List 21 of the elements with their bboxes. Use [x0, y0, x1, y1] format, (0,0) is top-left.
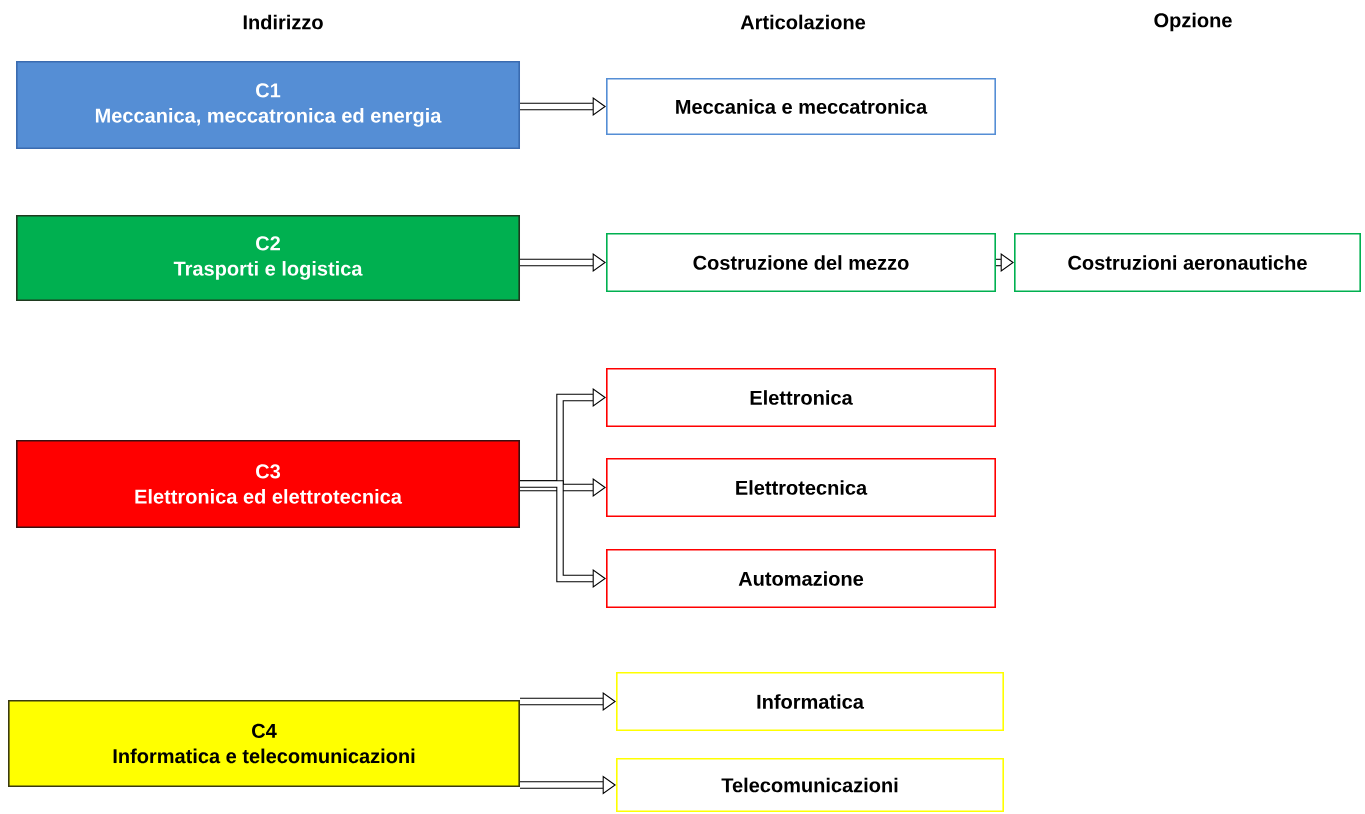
option-box: Elettrotecnica [606, 458, 996, 517]
option-box: Elettronica [606, 368, 996, 427]
column-heading: Opzione [1154, 12, 1232, 32]
option-box: Telecomunicazioni [616, 758, 1004, 812]
category-box: C1 Meccanica, meccatronica ed energia [16, 61, 520, 149]
arrow [520, 478, 606, 497]
arrow [996, 253, 1014, 272]
category-box: C2 Trasporti e logistica [16, 215, 520, 301]
category-box: C4 Informatica e telecomunicazioni [8, 700, 520, 787]
option-box: Costruzione del mezzo [606, 233, 996, 292]
option-box: Meccanica e meccatronica [606, 78, 996, 135]
column-heading: Articolazione [740, 14, 866, 30]
category-box: C3 Elettronica ed elettrotecnica [16, 440, 520, 528]
arrow [520, 97, 606, 116]
option-box: Informatica [616, 672, 1004, 731]
arrow [520, 692, 616, 711]
option-box: Automazione [606, 549, 996, 608]
arrow [520, 253, 606, 272]
option-box: Costruzioni aeronautiche [1014, 233, 1361, 292]
arrow [520, 480, 606, 588]
column-heading: Indirizzo [243, 14, 323, 30]
